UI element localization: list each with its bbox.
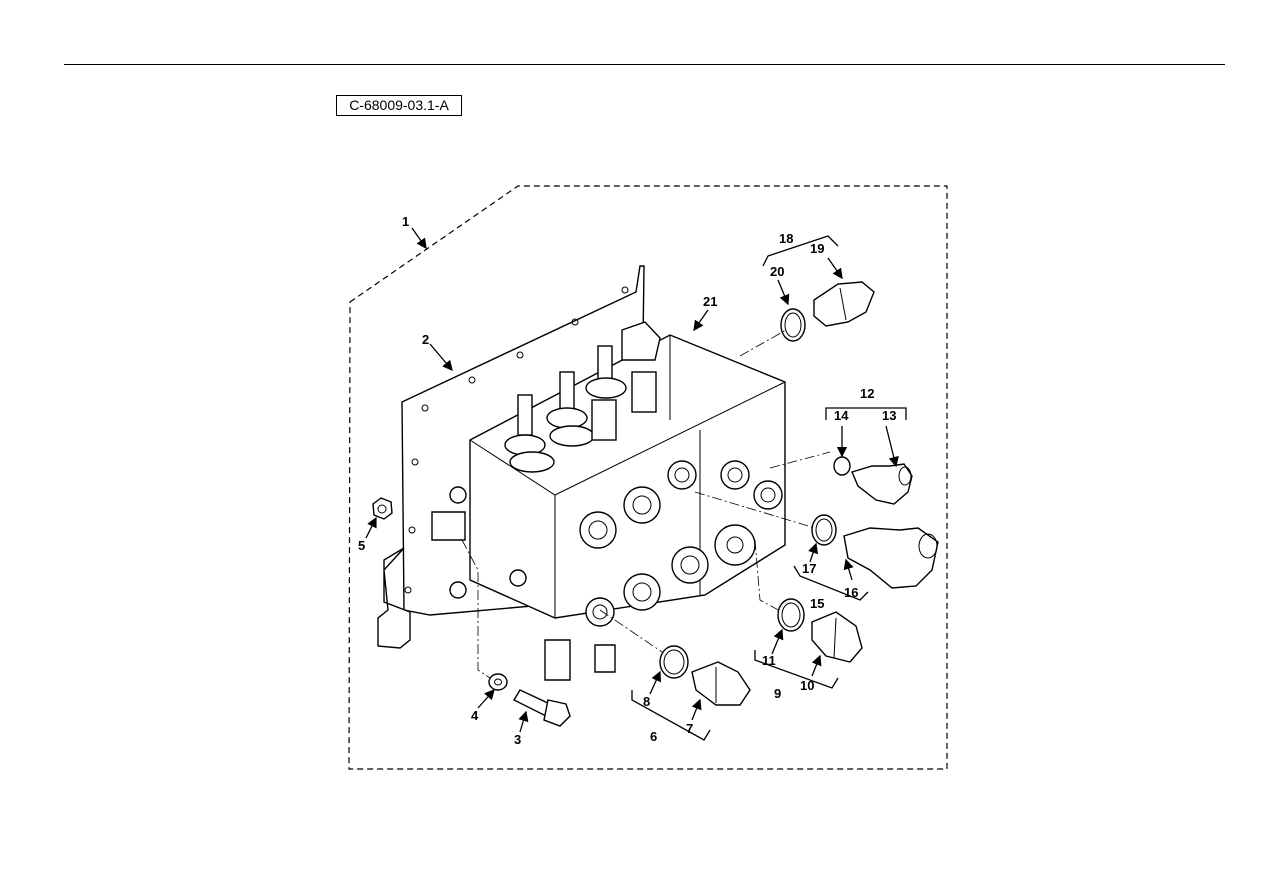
callout-21: 21: [703, 294, 717, 309]
callout-17: 17: [802, 561, 816, 576]
callout-13: 13: [882, 408, 896, 423]
callout-18: 18: [779, 231, 793, 246]
header-rule: [64, 64, 1225, 65]
o-ring-item-8: [659, 645, 689, 679]
callout-9: 9: [774, 686, 781, 701]
washer-item-4: [488, 673, 508, 691]
callout-11: 11: [762, 653, 776, 668]
callout-8: 8: [643, 694, 650, 709]
callout-6: 6: [650, 729, 657, 744]
fitting-item-7: [691, 661, 751, 706]
nut-item-5: [372, 497, 393, 520]
spool-lever-2: [546, 371, 595, 447]
bolt-item-3: [513, 689, 571, 727]
callout-10: 10: [800, 678, 814, 693]
assembly-boundary: [348, 185, 948, 770]
group-brackets: [631, 235, 907, 741]
callout-5: 5: [358, 538, 365, 553]
callout-16: 16: [844, 585, 858, 600]
centerlines: [461, 329, 831, 679]
fitting-item-19: [813, 281, 875, 327]
elbow-fitting-item-16: [843, 527, 939, 589]
control-valve-body: [431, 321, 786, 681]
callout-4: 4: [471, 708, 479, 723]
callout-2: 2: [422, 332, 429, 347]
o-ring-item-20: [780, 308, 806, 342]
callout-19: 19: [810, 241, 824, 256]
spool-lever-3: [585, 345, 627, 399]
callout-3: 3: [514, 732, 521, 747]
o-ring-item-14: [833, 456, 851, 476]
callout-14: 14: [834, 408, 849, 423]
leader-lines: [365, 227, 899, 733]
o-ring-item-17: [811, 514, 837, 546]
callout-1: 1: [402, 214, 409, 229]
figure-id-label: C-68009-03.1-A: [336, 95, 462, 116]
callout-15: 15: [810, 596, 824, 611]
callout-20: 20: [770, 264, 784, 279]
body-ports: [431, 460, 783, 681]
spool-lever-1: [504, 394, 555, 473]
o-ring-item-11: [777, 598, 805, 632]
callout-12: 12: [860, 386, 874, 401]
callout-labels: 1 2 3 4 5 6 7 8 9 10 11 12 13 14 15 16 1…: [358, 214, 896, 747]
callout-7: 7: [686, 721, 693, 736]
elbow-fitting-item-13: [851, 463, 913, 505]
relief-caps: [591, 321, 661, 441]
fitting-item-10: [811, 611, 863, 663]
